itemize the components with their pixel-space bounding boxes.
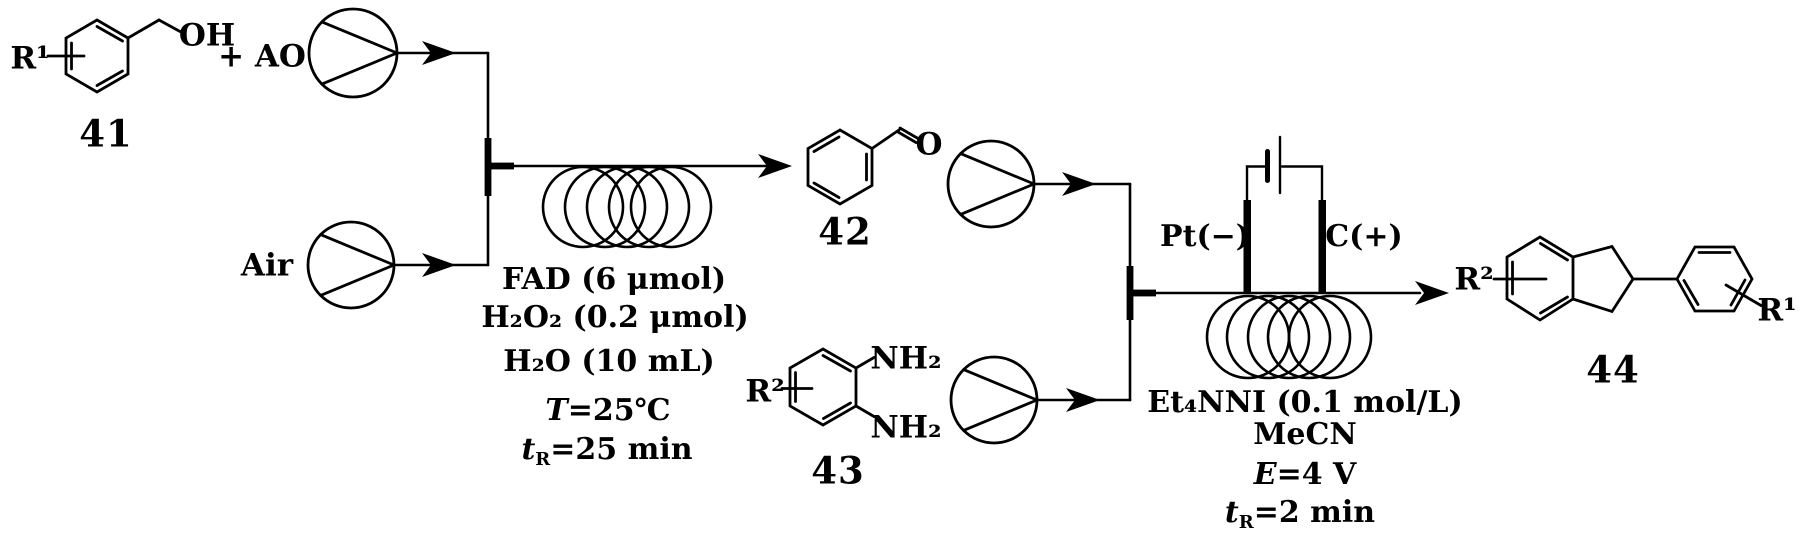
- compound-43-substituent-label: R²: [745, 373, 785, 410]
- potential-value: =4 V: [1276, 457, 1357, 492]
- compound-44-number: 44: [1586, 347, 1640, 392]
- reactor1-temperature: T=25℃: [545, 396, 670, 426]
- reactor2-solvent: MeCN: [1253, 417, 1357, 452]
- compound-42-number: 42: [818, 209, 872, 254]
- pump-diamine-icon: [949, 355, 1039, 445]
- compound-43-structure: [780, 347, 876, 427]
- coil-reactor-2-icon: [1152, 281, 1449, 380]
- reactor1-reagent-h2o2: H₂O₂ (0.2 μmol): [481, 300, 749, 335]
- reactor1-reagent-fad: FAD (6 μmol): [501, 262, 727, 297]
- t-mixer-2-icon: [1126, 266, 1156, 320]
- feed-arrow-ao: [395, 41, 490, 142]
- reactor2-residence-time: tR=2 min: [1225, 498, 1375, 532]
- residence-value: =2 min: [1253, 495, 1376, 531]
- reactor1-residence-time: tR=25 min: [521, 435, 692, 469]
- compound-41-structure: [46, 18, 182, 94]
- pump-air-icon: [306, 220, 396, 310]
- temperature-value: =25℃: [567, 393, 671, 428]
- compound-44-structure: [1492, 235, 1763, 322]
- anode-label: C(+): [1325, 219, 1403, 254]
- compound-42-structure: [806, 126, 920, 206]
- residence-symbol: t: [521, 432, 536, 468]
- residence-subscript: R: [535, 448, 551, 470]
- electrode-c-anode-icon: [1318, 200, 1326, 294]
- cathode-label: Pt(−): [1160, 219, 1250, 254]
- feed-arrow-diamine: [1035, 318, 1132, 412]
- compound-42-oxygen-label: O: [915, 126, 943, 163]
- residence-symbol: t: [1224, 495, 1239, 531]
- residence-subscript: R: [1238, 511, 1254, 533]
- residence-value: =25 min: [550, 432, 693, 468]
- compound-41-hydroxyl-label: OH: [178, 17, 236, 54]
- compound-43-number: 43: [811, 448, 865, 493]
- potential-symbol: E: [1253, 457, 1277, 492]
- reactor2-electrolyte: Et₄NNI (0.1 mol/L): [1147, 385, 1463, 420]
- compound-43-amine-bottom-label: NH₂: [870, 409, 942, 446]
- pump-ao-icon: [307, 7, 399, 99]
- coil-reactor-1-icon: [510, 154, 792, 249]
- air-feed-label: Air: [240, 247, 294, 284]
- battery-icon: [1245, 135, 1324, 202]
- reactor2-potential: E=4 V: [1254, 460, 1357, 490]
- oxidant-feed-label: + AO: [218, 38, 306, 75]
- compound-43-amine-top-label: NH₂: [870, 340, 942, 377]
- t-mixer-1-icon: [484, 138, 514, 196]
- reactor1-reagent-h2o: H₂O (10 mL): [503, 344, 715, 379]
- compound-44-substituent-left-label: R²: [1454, 261, 1494, 298]
- compound-44-substituent-right-label: R¹: [1757, 292, 1797, 329]
- feed-arrow-aldehyde: [1032, 172, 1132, 268]
- feed-arrow-air: [392, 192, 490, 277]
- electrode-pt-cathode-icon: [1243, 200, 1251, 294]
- compound-41-substituent-label: R¹: [10, 40, 50, 77]
- pump-aldehyde-icon: [946, 139, 1036, 229]
- temperature-symbol: T: [545, 393, 568, 428]
- compound-41-number: 41: [79, 111, 133, 156]
